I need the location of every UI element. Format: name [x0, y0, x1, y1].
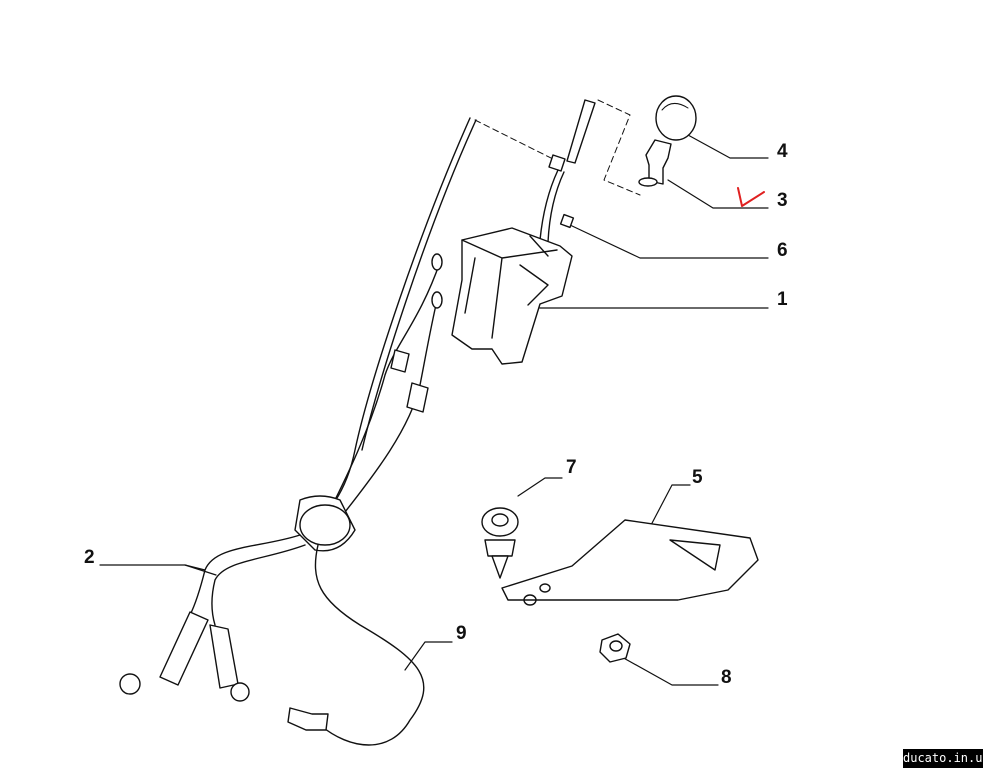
gear-knob-part-4	[655, 95, 697, 141]
red-check-mark	[737, 187, 765, 207]
dashed-guides	[474, 99, 641, 196]
leader-lines	[99, 134, 769, 686]
callout-9: 9	[456, 623, 467, 644]
callout-6: 6	[777, 240, 788, 261]
knob-adapter-part-3	[638, 139, 672, 187]
callout-3: 3	[777, 190, 788, 211]
nut-part-6	[559, 213, 575, 229]
callout-1: 1	[777, 289, 788, 310]
nut-part-8	[599, 633, 631, 663]
callout-2: 2	[84, 547, 95, 568]
callout-8: 8	[721, 667, 732, 688]
shift-lever	[539, 99, 596, 243]
bracket-part-5	[501, 519, 759, 606]
watermark: ducato.in.ua	[903, 749, 983, 768]
callout-5: 5	[692, 467, 703, 488]
shifter-housing-part-1	[451, 227, 573, 365]
clip-part-7	[481, 507, 519, 579]
callout-7: 7	[566, 457, 577, 478]
sensor-cable-part-9	[287, 544, 425, 746]
gear-cables-part-2	[119, 117, 477, 702]
callout-4: 4	[777, 141, 788, 162]
